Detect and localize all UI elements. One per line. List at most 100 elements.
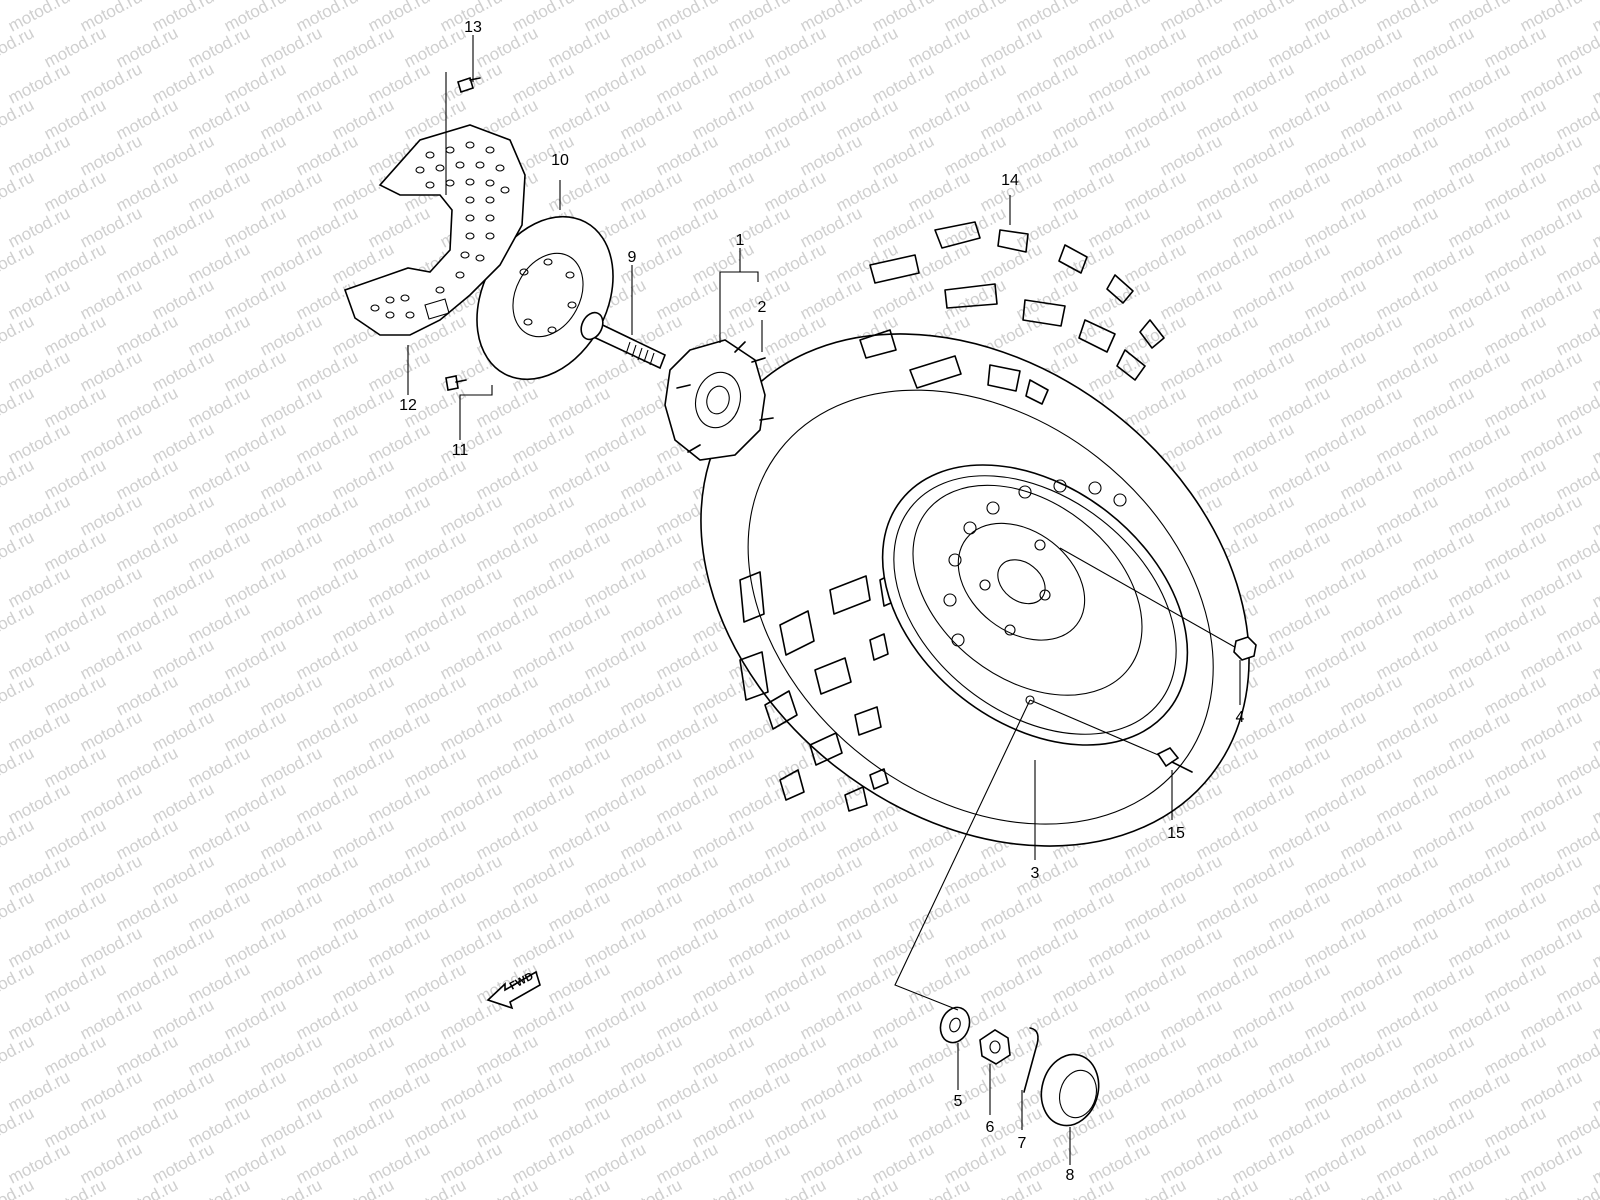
watermark-text: motod.ru bbox=[185, 815, 253, 863]
watermark-text: motod.ru bbox=[113, 167, 181, 215]
watermark-text: motod.ru bbox=[545, 1175, 613, 1200]
watermark-text: motod.ru bbox=[1337, 23, 1405, 71]
watermark-text: motod.ru bbox=[5, 1139, 73, 1187]
watermark-text: motod.ru bbox=[1301, 347, 1369, 395]
watermark-text: motod.ru bbox=[1301, 1139, 1369, 1187]
watermark-text: motod.ru bbox=[293, 1067, 361, 1115]
watermark-text: motod.ru bbox=[1337, 239, 1405, 287]
watermark-text: motod.ru bbox=[257, 167, 325, 215]
watermark-text: motod.ru bbox=[1445, 1067, 1513, 1115]
watermark-text: motod.ru bbox=[5, 347, 73, 395]
watermark-text: motod.ru bbox=[1085, 923, 1153, 971]
watermark-text: motod.ru bbox=[1265, 959, 1333, 1007]
watermark-text: motod.ru bbox=[185, 671, 253, 719]
watermark-text: motod.ru bbox=[761, 167, 829, 215]
watermark-text: motod.ru bbox=[77, 707, 145, 755]
watermark-text: motod.ru bbox=[329, 1175, 397, 1200]
watermark-text: motod.ru bbox=[1409, 1103, 1477, 1151]
watermark-text: motod.ru bbox=[1517, 635, 1585, 683]
watermark-text: motod.ru bbox=[1229, 419, 1297, 467]
watermark-text: motod.ru bbox=[185, 887, 253, 935]
watermark-text: motod.ru bbox=[1265, 815, 1333, 863]
watermark-text: motod.ru bbox=[0, 779, 1, 827]
watermark-text: motod.ru bbox=[5, 563, 73, 611]
watermark-text: motod.ru bbox=[509, 707, 577, 755]
watermark-text: motod.ru bbox=[581, 419, 649, 467]
watermark-text: motod.ru bbox=[1085, 347, 1153, 395]
watermark-text: motod.ru bbox=[617, 887, 685, 935]
watermark-text: motod.ru bbox=[41, 743, 109, 791]
watermark-text: motod.ru bbox=[1481, 599, 1549, 647]
watermark-text: motod.ru bbox=[977, 887, 1045, 935]
watermark-text: motod.ru bbox=[0, 995, 1, 1043]
watermark-text: motod.ru bbox=[689, 671, 757, 719]
watermark-text: motod.ru bbox=[1121, 167, 1189, 215]
watermark-text: motod.ru bbox=[437, 563, 505, 611]
watermark-text: motod.ru bbox=[0, 419, 1, 467]
watermark-text: motod.ru bbox=[1589, 1139, 1600, 1187]
watermark-text: motod.ru bbox=[1337, 455, 1405, 503]
watermark-text: motod.ru bbox=[437, 707, 505, 755]
watermark-text: motod.ru bbox=[113, 455, 181, 503]
watermark-text: motod.ru bbox=[401, 23, 469, 71]
bolt-11 bbox=[445, 375, 467, 391]
watermark-text: motod.ru bbox=[1193, 95, 1261, 143]
watermark-text: motod.ru bbox=[1481, 671, 1549, 719]
watermark-text: motod.ru bbox=[1373, 131, 1441, 179]
watermark-text: motod.ru bbox=[1589, 419, 1600, 467]
watermark-text: motod.ru bbox=[0, 311, 37, 359]
watermark-text: motod.ru bbox=[1337, 311, 1405, 359]
watermark-text: motod.ru bbox=[185, 599, 253, 647]
watermark-text: motod.ru bbox=[149, 995, 217, 1043]
watermark-text: motod.ru bbox=[1517, 59, 1585, 107]
watermark-text: motod.ru bbox=[1517, 995, 1585, 1043]
watermark-text: motod.ru bbox=[329, 23, 397, 71]
watermark-text: motod.ru bbox=[1481, 1031, 1549, 1079]
callout-11: 11 bbox=[452, 442, 469, 459]
watermark-text: motod.ru bbox=[977, 95, 1045, 143]
watermark-text: motod.ru bbox=[797, 779, 865, 827]
watermark-text: motod.ru bbox=[1589, 635, 1600, 683]
watermark-text: motod.ru bbox=[617, 671, 685, 719]
watermark-text: motod.ru bbox=[329, 455, 397, 503]
watermark-text: motod.ru bbox=[1013, 59, 1081, 107]
watermark-text: motod.ru bbox=[1265, 383, 1333, 431]
watermark-text: motod.ru bbox=[1517, 851, 1585, 899]
watermark-text: motod.ru bbox=[0, 887, 37, 935]
watermark-text: motod.ru bbox=[1337, 599, 1405, 647]
watermark-text: motod.ru bbox=[1193, 1175, 1261, 1200]
callout-1: 1 bbox=[736, 232, 745, 249]
watermark-text: motod.ru bbox=[365, 995, 433, 1043]
watermark-text: motod.ru bbox=[293, 563, 361, 611]
watermark-text: motod.ru bbox=[617, 1175, 685, 1200]
watermark-text: motod.ru bbox=[1589, 59, 1600, 107]
watermark-text: motod.ru bbox=[1517, 491, 1585, 539]
watermark-text: motod.ru bbox=[473, 671, 541, 719]
watermark-text: motod.ru bbox=[689, 815, 757, 863]
watermark-text: motod.ru bbox=[1445, 491, 1513, 539]
watermark-text: motod.ru bbox=[1193, 1031, 1261, 1079]
watermark-text: motod.ru bbox=[581, 131, 649, 179]
watermark-text: motod.ru bbox=[437, 923, 505, 971]
watermark-text: motod.ru bbox=[977, 959, 1045, 1007]
watermark-text: motod.ru bbox=[617, 527, 685, 575]
watermark-text: motod.ru bbox=[653, 707, 721, 755]
watermark-text: motod.ru bbox=[1409, 1175, 1477, 1200]
watermark-text: motod.ru bbox=[1229, 1139, 1297, 1187]
watermark-text: motod.ru bbox=[0, 239, 37, 287]
watermark-text: motod.ru bbox=[149, 275, 217, 323]
cotter-pin-7 bbox=[1023, 1027, 1039, 1093]
watermark-text: motod.ru bbox=[1265, 239, 1333, 287]
watermark-text: motod.ru bbox=[437, 1139, 505, 1187]
callout-8: 8 bbox=[1066, 1167, 1075, 1184]
watermark-text: motod.ru bbox=[185, 239, 253, 287]
watermark-text: motod.ru bbox=[941, 275, 1009, 323]
watermark-text: motod.ru bbox=[1445, 851, 1513, 899]
watermark-text: motod.ru bbox=[1157, 203, 1225, 251]
watermark-text: motod.ru bbox=[1157, 419, 1225, 467]
watermark-text: motod.ru bbox=[1337, 959, 1405, 1007]
watermark-text: motod.ru bbox=[365, 923, 433, 971]
watermark-text: motod.ru bbox=[581, 563, 649, 611]
watermark-text: motod.ru bbox=[509, 59, 577, 107]
watermark-text: motod.ru bbox=[257, 815, 325, 863]
